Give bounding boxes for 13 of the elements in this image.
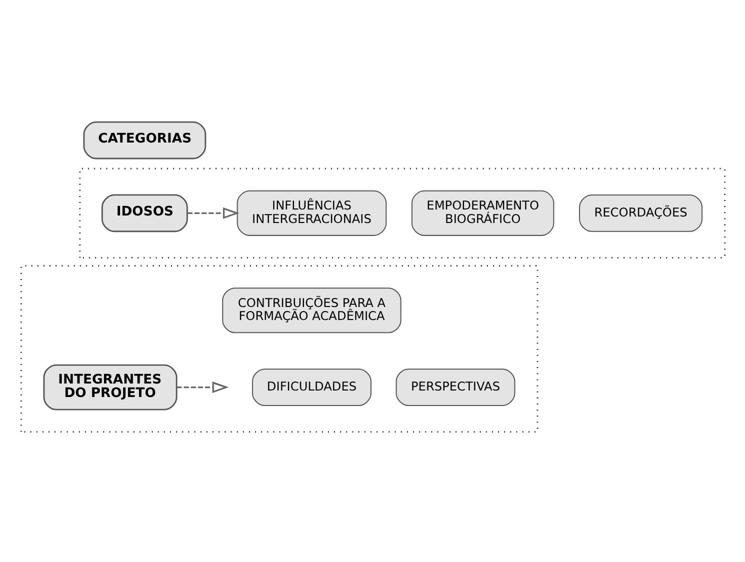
- arrow: [176, 382, 228, 394]
- node-box: INTEGRANTES DO PROJETO: [42, 364, 177, 410]
- arrow: [186, 207, 239, 219]
- node-box: EMPODERAMENTO BIOGRÁFICO: [410, 190, 554, 236]
- cluster: [20, 265, 538, 433]
- node-box: INFLUÊNCIAS INTERGERACIONAIS: [236, 190, 386, 236]
- node-box: CONTRIBUIÇÕES PARA A FORMAÇÃO ACADÊMICA: [222, 288, 401, 334]
- node-box: PERSPECTIVAS: [395, 368, 515, 406]
- node-box: CATEGORIAS: [82, 121, 206, 160]
- cluster: [78, 168, 726, 258]
- node-box: RECORDAÇÕES: [578, 194, 702, 232]
- node-box: IDOSOS: [100, 194, 188, 232]
- node-box: DIFICULDADES: [252, 368, 371, 406]
